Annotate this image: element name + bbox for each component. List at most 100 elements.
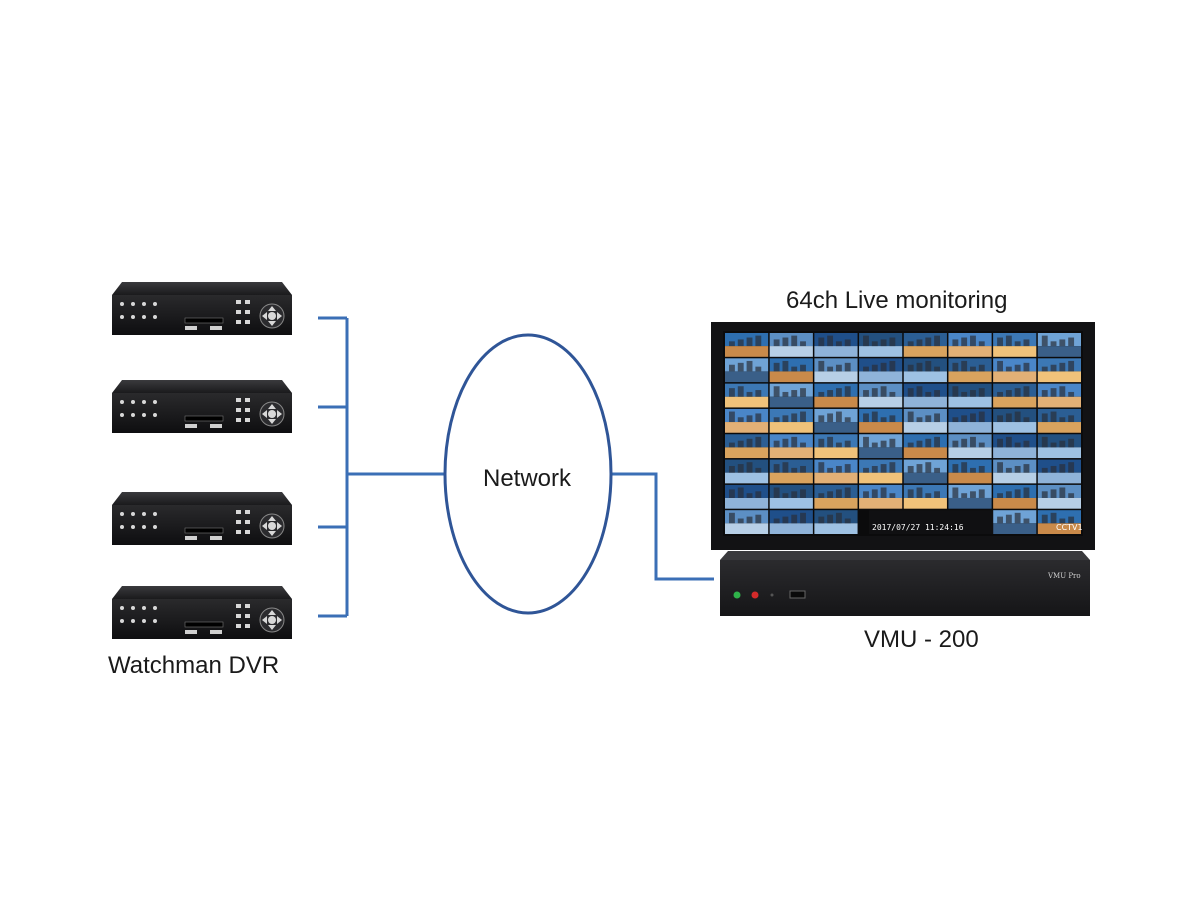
- dvr-key: [245, 418, 250, 422]
- dvr-dpad-arrow: [268, 306, 276, 311]
- camera-tile: [769, 358, 813, 383]
- dvr-usb: [185, 424, 197, 428]
- dvr-key: [245, 530, 250, 534]
- dvr-button: [153, 525, 157, 529]
- camera-tile: [725, 408, 769, 433]
- dvr-top: [112, 586, 292, 599]
- vmu-led-status: [751, 591, 759, 599]
- dvr-button: [120, 512, 124, 516]
- camera-tile: [814, 459, 858, 484]
- dvr-dpad-arrow: [268, 516, 276, 521]
- dvr-key: [236, 604, 241, 608]
- dvr-key: [245, 398, 250, 402]
- camera-tile: [903, 459, 947, 484]
- dvr-dpad-arrow: [277, 522, 282, 530]
- camera-tile: [903, 434, 947, 459]
- dvr-usb: [210, 630, 222, 634]
- camera-tile: [1037, 510, 1081, 534]
- link-network-to-vmu: [612, 472, 714, 581]
- dvr-button: [131, 512, 135, 516]
- dvr-key: [245, 614, 250, 618]
- camera-tile: [993, 484, 1037, 509]
- dvr-button: [142, 525, 146, 529]
- camera-tile: [859, 434, 903, 459]
- dvr-4: [112, 586, 292, 639]
- camera-tile: [814, 510, 858, 534]
- camera-tile-grid: [725, 333, 1081, 534]
- camera-tile: [725, 333, 769, 357]
- camera-tile: [859, 408, 903, 433]
- camera-tile: [769, 333, 813, 357]
- camera-tile: [769, 459, 813, 484]
- dvr-button: [153, 619, 157, 623]
- dvr-key: [236, 418, 241, 422]
- dvr-key: [245, 300, 250, 304]
- camera-tile: [903, 408, 947, 433]
- camera-tile: [859, 484, 903, 509]
- dvr-dpad-arrow: [268, 404, 276, 409]
- dvr-key: [236, 520, 241, 524]
- camera-tile: [814, 333, 858, 357]
- camera-tile: [1037, 408, 1081, 433]
- monitor-channel-label: CCTV1: [1056, 523, 1083, 532]
- vmu-box: VMU Pro: [720, 551, 1090, 616]
- camera-tile: [769, 383, 813, 408]
- dvr-usb: [210, 424, 222, 428]
- camera-tile: [993, 383, 1037, 408]
- dvr-button: [120, 302, 124, 306]
- camera-tile: [948, 358, 992, 383]
- dvr-usb: [210, 326, 222, 330]
- dvr-key: [236, 398, 241, 402]
- dvr-dpad-center: [268, 522, 276, 530]
- vmu-label: VMU - 200: [864, 626, 979, 653]
- dvr-button: [142, 302, 146, 306]
- camera-tile: [859, 333, 903, 357]
- dvr-key: [236, 614, 241, 618]
- dvr-button: [131, 400, 135, 404]
- dvr-key: [236, 624, 241, 628]
- camera-tile: [814, 484, 858, 509]
- camera-tile: [1037, 358, 1081, 383]
- vmu-led-aux: [770, 593, 774, 597]
- camera-tile: [993, 434, 1037, 459]
- camera-tile: [725, 383, 769, 408]
- vmu-brand-text: VMU Pro: [1047, 572, 1081, 580]
- dvr-dpad-center: [268, 410, 276, 418]
- camera-tile: [1037, 484, 1081, 509]
- dvr-key: [236, 310, 241, 314]
- dvr-button: [131, 619, 135, 623]
- camera-tile: [903, 333, 947, 357]
- dvr-1: [112, 282, 292, 335]
- dvr-dpad-center: [268, 312, 276, 320]
- dvr-key: [236, 530, 241, 534]
- dvr-button: [120, 400, 124, 404]
- vmu-top: [720, 551, 1090, 560]
- camera-tile: [993, 510, 1037, 534]
- camera-tile: [725, 510, 769, 534]
- dvr-button: [131, 302, 135, 306]
- dvr-usb: [185, 536, 197, 540]
- dvr-group: [112, 282, 292, 639]
- dvr-top: [112, 380, 292, 393]
- camera-tile: [859, 383, 903, 408]
- dvr-button: [120, 606, 124, 610]
- dvr-dpad-arrow: [268, 531, 276, 536]
- dvr-button: [142, 413, 146, 417]
- vmu-front: [720, 560, 1090, 616]
- dvr-usb: [210, 536, 222, 540]
- dvr-dpad-arrow: [268, 419, 276, 424]
- dvr-button: [153, 413, 157, 417]
- camera-tile: [993, 333, 1037, 357]
- camera-tile: [993, 459, 1037, 484]
- dvr-key: [245, 310, 250, 314]
- dvr-button: [142, 619, 146, 623]
- dvr-key: [245, 624, 250, 628]
- camera-tile: [725, 484, 769, 509]
- dvr-button: [142, 400, 146, 404]
- dvr-button: [120, 413, 124, 417]
- dvr-key: [236, 510, 241, 514]
- dvr-button: [131, 606, 135, 610]
- camera-tile: [769, 408, 813, 433]
- monitor-label: 64ch Live monitoring: [786, 287, 1008, 314]
